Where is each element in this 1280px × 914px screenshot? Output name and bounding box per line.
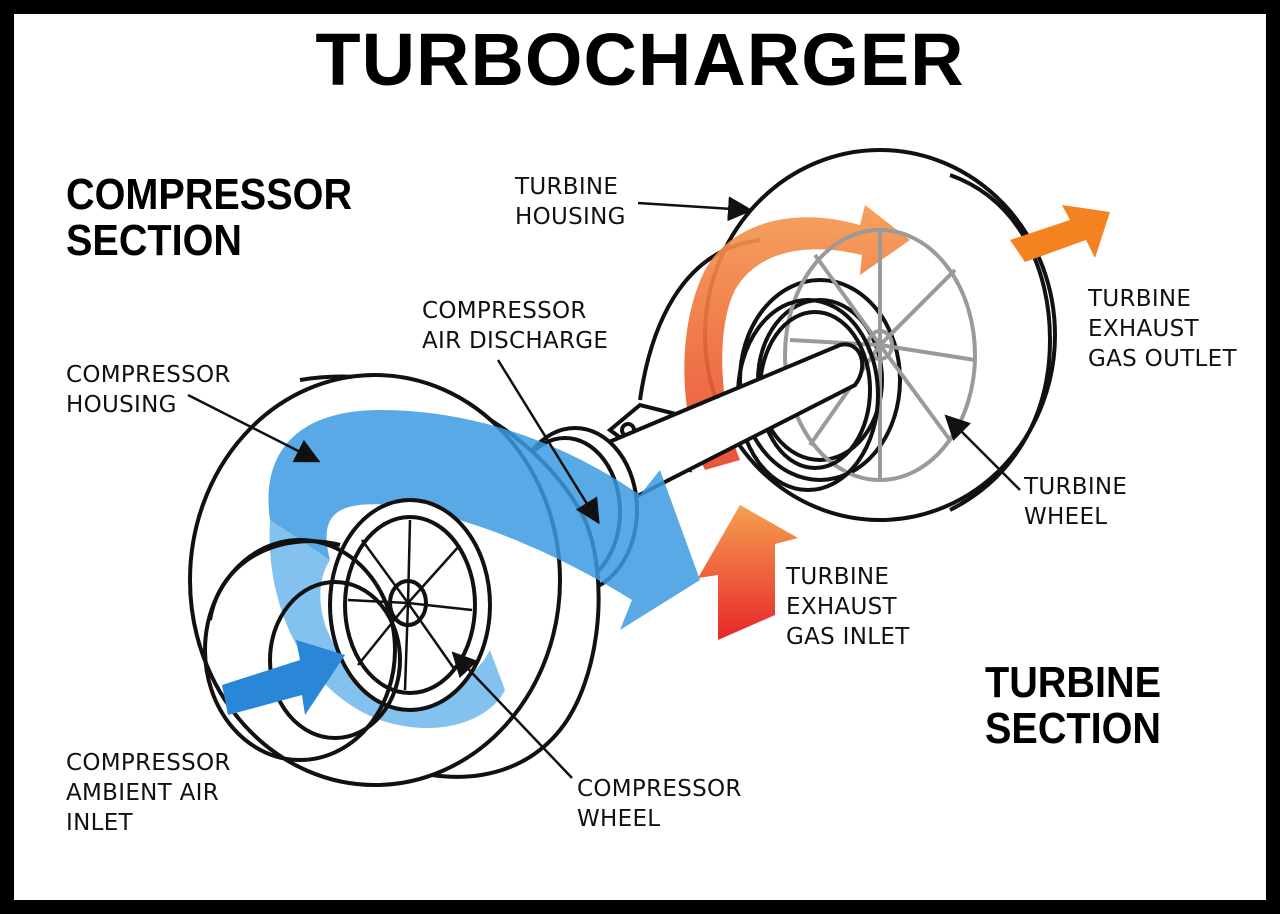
label-compressor-housing: COMPRESSOR HOUSING: [66, 362, 231, 418]
compressor-inlet: [203, 538, 402, 762]
ambient-air-inlet-arrow: [222, 640, 345, 715]
exhaust-outlet-arrow: [1010, 205, 1110, 262]
shaft: [587, 342, 865, 513]
compressor-wheel: [328, 498, 492, 712]
leader-lines: [187, 196, 1021, 779]
label-compressor-ambient-air-inlet: COMPRESSOR AMBIENT AIR INLET: [66, 750, 231, 836]
label-turbine-exhaust-gas-inlet: TURBINE EXHAUST GAS INLET: [786, 564, 910, 650]
turbine-section-heading: TURBINE SECTION: [985, 658, 1162, 753]
turbine-gas-flow: [684, 205, 910, 470]
label-turbine-wheel: TURBINE WHEEL: [1024, 474, 1128, 530]
label-turbine-exhaust-gas-outlet: TURBINE EXHAUST GAS OUTLET: [1088, 286, 1237, 372]
label-compressor-air-discharge: COMPRESSOR AIR DISCHARGE: [422, 298, 609, 354]
exhaust-inlet-arrow: [698, 505, 798, 640]
label-compressor-wheel: COMPRESSOR WHEEL: [577, 776, 742, 832]
label-turbine-housing: TURBINE HOUSING: [515, 174, 626, 230]
compressor-section-heading: COMPRESSOR SECTION: [66, 170, 353, 265]
page-title: TURBOCHARGER: [315, 18, 965, 101]
